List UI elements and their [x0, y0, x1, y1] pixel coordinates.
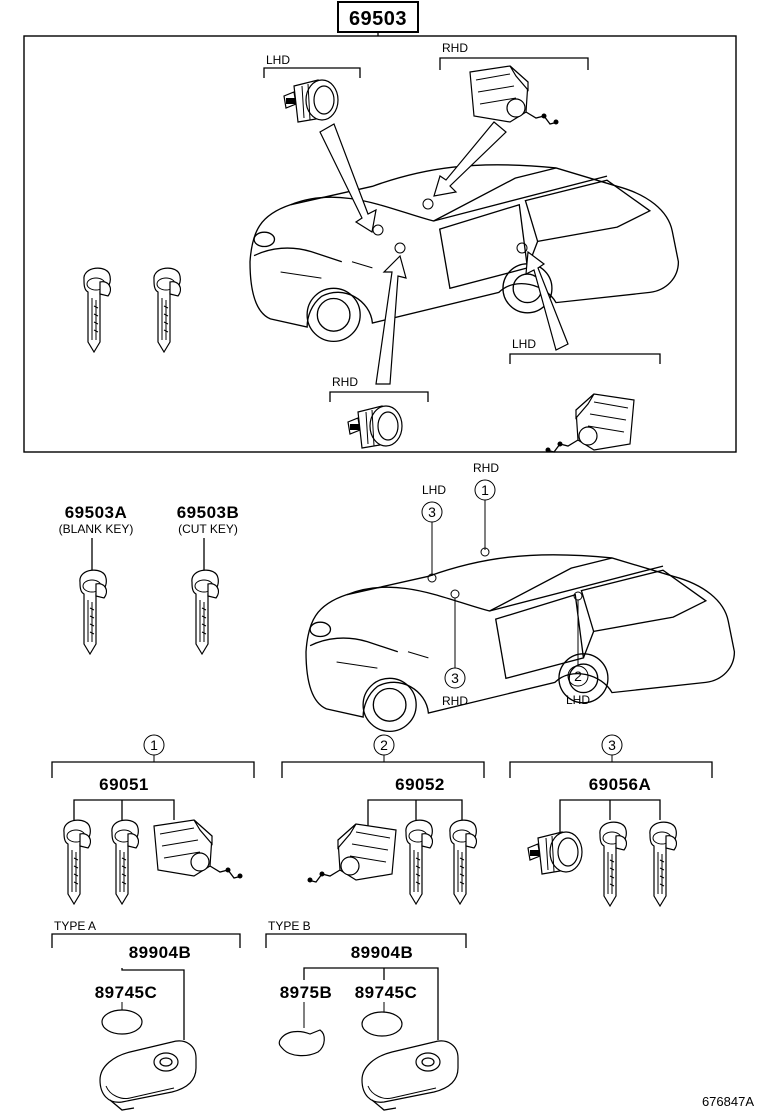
- blank-key-label: (BLANK KEY): [59, 522, 134, 536]
- svg-text:3: 3: [428, 504, 436, 520]
- set-2-actuator: [306, 823, 397, 884]
- svg-text:2: 2: [574, 668, 582, 684]
- set-3-key-2: [649, 821, 678, 907]
- rhd-label-bottom: RHD: [332, 375, 358, 389]
- svg-text:LHD: LHD: [566, 693, 590, 707]
- assembly-part-number: 69503: [349, 8, 407, 30]
- location-arrows-top: [319, 121, 569, 385]
- lhd-label-top: LHD: [266, 53, 290, 67]
- svg-text:1: 1: [481, 482, 489, 498]
- rhd-label-top: RHD: [442, 41, 468, 55]
- set-3-key-1: [599, 821, 628, 907]
- set-3-part-number: 69056A: [589, 775, 652, 794]
- cut-key-illustration: [191, 569, 220, 655]
- set-3-cylinder: [527, 831, 583, 875]
- type-a-battery-illustration: [101, 1009, 143, 1035]
- type-b-battery-part-number: 89745C: [355, 983, 418, 1002]
- type-b-remote-illustration: [361, 1040, 459, 1111]
- illustration-id: 676847A: [702, 1094, 754, 1109]
- type-b-part-number: 89904B: [351, 943, 414, 962]
- set-1-key-2: [111, 819, 140, 905]
- svg-text:3: 3: [451, 670, 459, 686]
- set-3-index: 3: [608, 737, 616, 753]
- lhd-label-door: LHD: [512, 337, 536, 351]
- svg-text:LHD: LHD: [422, 483, 446, 497]
- set-1-part-number: 69051: [99, 775, 149, 794]
- set-1-actuator: [153, 819, 244, 880]
- set-2-key-1: [405, 819, 434, 905]
- door-lock-cylinder-rhd-bottom: [347, 405, 403, 449]
- assembly-frame: [23, 35, 737, 453]
- cut-key-part-number: 69503B: [177, 503, 240, 522]
- type-b-cover-illustration: [278, 1029, 325, 1057]
- type-b-label: TYPE B: [268, 919, 311, 933]
- door-lock-actuator-lhd: [544, 393, 635, 454]
- set-2-key-2: [449, 819, 478, 905]
- svg-text:RHD: RHD: [473, 461, 499, 475]
- set-2-part-number: 69052: [395, 775, 445, 794]
- cut-key-label: (CUT KEY): [178, 522, 238, 536]
- blank-key-part-number: 69503A: [65, 503, 128, 522]
- type-b-cover-part-number: 8975B: [280, 983, 333, 1002]
- set-2-index: 2: [380, 737, 388, 753]
- vehicle-illustration-top: [249, 164, 680, 343]
- door-lock-actuator-rhd-top: [469, 65, 560, 126]
- key-illustration-2: [153, 267, 182, 353]
- type-a-part-number: 89904B: [129, 943, 192, 962]
- locator-callouts: 1 RHD 3 LHD 3 RHD 2 LHD: [421, 461, 590, 708]
- type-a-remote-illustration: [99, 1040, 197, 1111]
- type-a-battery-part-number: 89745C: [95, 983, 158, 1002]
- svg-text:RHD: RHD: [442, 694, 468, 708]
- type-b-battery-illustration: [361, 1011, 403, 1037]
- key-illustration-1: [83, 267, 112, 353]
- vehicle-locator-illustration: [305, 554, 736, 733]
- door-lock-cylinder-lhd-top: [283, 79, 339, 123]
- type-a-label: TYPE A: [54, 919, 96, 933]
- set-1-key-1: [63, 819, 92, 905]
- blank-key-illustration: [79, 569, 108, 655]
- set-1-index: 1: [150, 737, 158, 753]
